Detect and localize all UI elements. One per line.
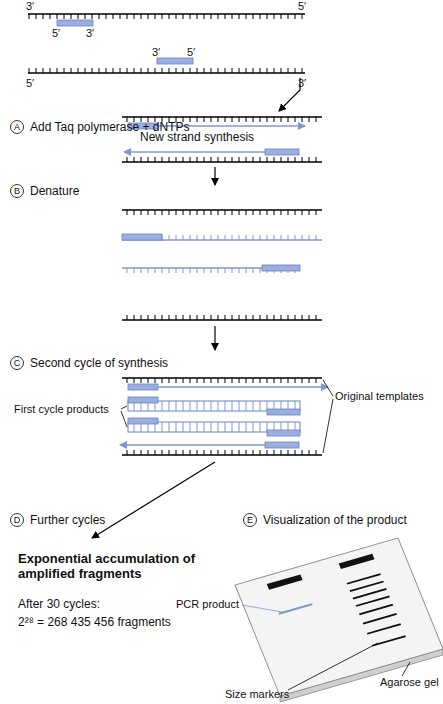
- annotation-label: 3′: [152, 46, 160, 59]
- annotation-label: 5′: [52, 27, 60, 40]
- annotation-label: PCR product: [176, 598, 239, 611]
- step-circle: CSecond cycle of synthesis: [10, 356, 24, 370]
- annotation-label: After 30 cycles:: [18, 598, 100, 612]
- step-title: Denature: [30, 184, 79, 198]
- annotation-label: Agarose gel: [380, 676, 439, 689]
- step-title: Further cycles: [30, 513, 105, 527]
- step-title: Second cycle of synthesis: [30, 356, 168, 370]
- annotation-label: 3′: [26, 0, 34, 13]
- annotation-label: Original templates: [335, 390, 424, 403]
- step-title: Visualization of the product: [263, 513, 407, 527]
- annotation-label: New strand synthesis: [140, 131, 254, 145]
- annotation-label: 3′: [86, 27, 94, 40]
- annotation-label: 2²⁸ = 268 435 456 fragments: [18, 616, 171, 630]
- annotation-label: Size markers: [225, 688, 289, 701]
- step-circle: DFurther cycles: [10, 513, 24, 527]
- step-letter: A: [11, 121, 23, 133]
- step-letter: B: [11, 185, 23, 197]
- step-letter: E: [244, 514, 256, 526]
- step-letter: D: [11, 514, 23, 526]
- annotation-label: 5′: [298, 0, 306, 13]
- annotation-label: 3′: [298, 77, 306, 90]
- template-dna: [28, 14, 305, 111]
- annotation-label: First cycle products: [14, 403, 109, 416]
- annotation-label: Exponential accumulation of amplified fr…: [18, 552, 233, 582]
- step-circle: AAdd Taq polymerase + dNTPs: [10, 120, 24, 134]
- step-letter: C: [11, 357, 23, 369]
- annotation-label: 5′: [26, 77, 34, 90]
- agarose-gel: [235, 538, 443, 702]
- step-circle: BDenature: [10, 184, 24, 198]
- step-circle: EVisualization of the product: [243, 513, 257, 527]
- annotation-label: 5′: [187, 46, 195, 59]
- denatured-strands: [122, 210, 322, 350]
